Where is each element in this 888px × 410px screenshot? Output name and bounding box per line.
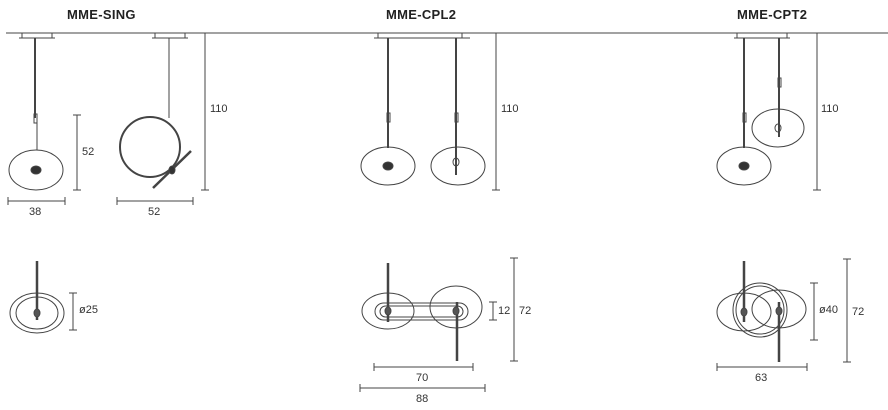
dim-cpt2-depth: 72	[852, 306, 865, 318]
dim-sing-diameter: ø25	[79, 304, 98, 316]
dim-sing-drop: 52	[82, 146, 95, 158]
dim-sing-height: 110	[210, 103, 228, 115]
dim-cpl2-total-width: 88	[416, 393, 429, 405]
dim-cpl2-inner-width: 70	[416, 372, 429, 384]
model-title-cpl2: MME-CPL2	[386, 7, 457, 22]
dim-cpt2-width: 63	[755, 372, 768, 384]
dim-sing-width-front: 38	[29, 206, 42, 218]
model-title-sing: MME-SING	[67, 7, 136, 22]
dim-cpl2-canopy-width: 12	[498, 305, 511, 317]
dim-cpt2-diameter: ø40	[819, 304, 838, 316]
model-title-cpt2: MME-CPT2	[737, 7, 808, 22]
dim-cpl2-depth: 72	[519, 305, 532, 317]
dim-cpt2-height: 110	[821, 103, 839, 115]
dim-sing-width-side: 52	[148, 206, 161, 218]
canopy	[21, 32, 53, 39]
diffuser	[8, 149, 64, 191]
dim-cpl2-height: 110	[501, 103, 519, 115]
